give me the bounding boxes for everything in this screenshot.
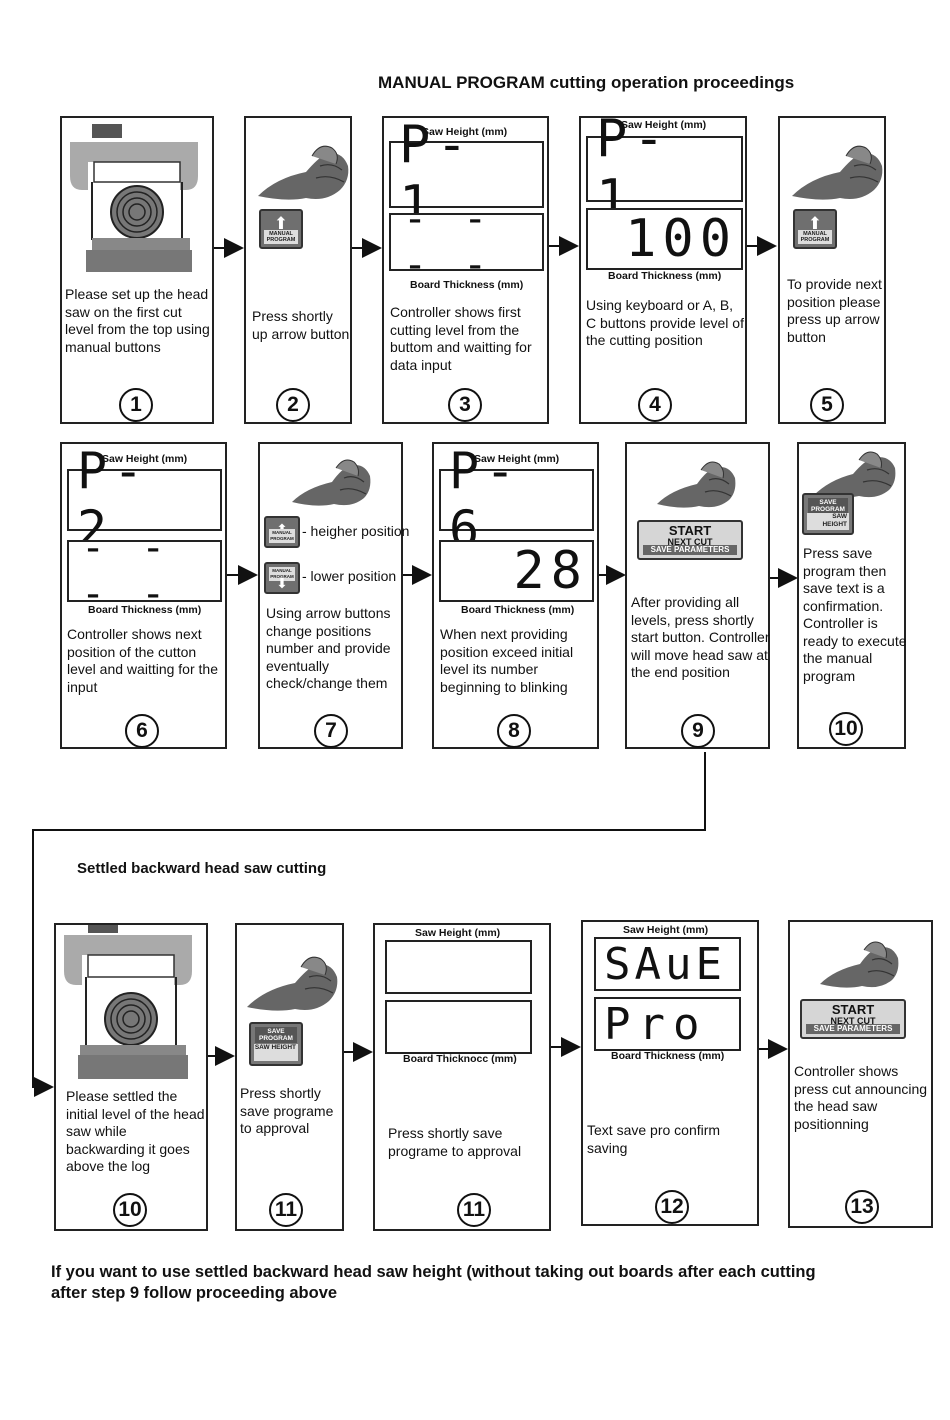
step-6-number: 6 <box>125 714 159 748</box>
lcd-top: SAuE <box>594 937 741 991</box>
step-7-text: Using arrow buttons change positions num… <box>266 605 391 691</box>
step-2-text: Press shortly up arrow button <box>252 308 350 342</box>
hand-pointer-icon <box>292 459 371 506</box>
step-13-number: 12 <box>655 1190 689 1224</box>
down-arrow-icon: ⬇ <box>276 575 288 591</box>
hand-pointer-icon <box>258 145 349 200</box>
hand-pointer-icon <box>657 461 736 508</box>
step-1-text: Please set up the head saw on the first … <box>65 286 210 355</box>
step-13-box: Saw Height (mm) SAuE Pro Board Thickness… <box>581 920 759 1226</box>
step-8-text: When next providing position exceed init… <box>440 626 574 695</box>
hand-pointer-icon <box>813 451 896 498</box>
manual-program-up-button[interactable]: ⬆ MANUAL PROGRAM <box>793 209 837 249</box>
lcd-top: P- 2 <box>67 442 222 558</box>
step-10-save-box: SAVE PROGRAM SAW HEIGHT Press save progr… <box>797 442 907 749</box>
start-button[interactable]: START NEXT CUT SAVE PARAMETERS <box>637 520 743 560</box>
step-10-save-number: 10 <box>829 712 863 746</box>
step-14-box: START NEXT CUT SAVE PARAMETERS Controlle… <box>788 920 933 1228</box>
step-11-text: Press shortly save programe to approval <box>240 1085 334 1136</box>
footer-line-1: If you want to use settled backward head… <box>51 1263 816 1281</box>
page-title: MANUAL PROGRAM cutting operation proceed… <box>378 73 795 92</box>
up-arrow-icon: ⬆ <box>273 214 289 233</box>
step-9-box: START NEXT CUT SAVE PARAMETERS After pro… <box>625 442 770 749</box>
manual-program-down-button[interactable]: MANUAL PROGRAM ⬇ <box>264 562 300 594</box>
hand-pointer-icon <box>820 941 899 988</box>
save-program-button[interactable]: SAVE PROGRAM SAW HEIGHT <box>802 493 854 535</box>
step-6-box: Saw Height (mm) P- 2 - - - - Board Thick… <box>60 442 227 749</box>
start-button[interactable]: START NEXT CUT SAVE PARAMETERS <box>800 999 906 1039</box>
step-1-number: 1 <box>119 388 153 422</box>
saw-height-label: Saw Height (mm) <box>422 126 508 138</box>
manual-program-up-button[interactable]: ⬆ MANUAL PROGRAM <box>264 516 300 548</box>
step-2-box: ⬆ MANUAL PROGRAM Press shortly up arrow … <box>244 116 352 424</box>
saw-height-label: Saw Height (mm) <box>415 927 501 939</box>
lcd-bottom: Pro <box>594 997 741 1051</box>
step-4-box: Saw Height (mm) P- 1 100 Board Thickness… <box>579 109 747 424</box>
arrow-9-to-10b <box>32 752 706 1097</box>
step-4-text: Using keyboard or A, B, C buttons provid… <box>586 297 744 348</box>
saw-height-label: Saw Height (mm) <box>474 453 560 465</box>
board-thickness-label: Board Thicknocc (mm) <box>403 1053 517 1065</box>
saw-height-label: Saw Height (mm) <box>623 924 709 936</box>
board-thickness-label: Board Thickness (mm) <box>410 279 524 291</box>
higher-position-label: - heigher position <box>302 523 410 539</box>
board-thickness-label: Board Thickness (mm) <box>88 604 202 616</box>
step-5-number: 5 <box>810 388 844 422</box>
manual-program-up-button[interactable]: ⬆ MANUAL PROGRAM <box>259 209 303 249</box>
hand-pointer-icon <box>247 956 338 1011</box>
up-arrow-icon: ⬆ <box>807 214 823 233</box>
step-10-save-text: Press save program then save text is a c… <box>803 545 907 684</box>
step-13-text: Text save pro confirm saving <box>587 1122 721 1156</box>
hand-pointer-icon <box>792 145 883 200</box>
lcd-bottom: 28 <box>439 540 594 602</box>
board-thickness-label: Board Thickness (mm) <box>461 604 575 616</box>
step-9-text: After providing all levels, press shortl… <box>631 594 770 680</box>
step-2-number: 2 <box>276 388 310 422</box>
saw-height-label: Saw Height (mm) <box>102 453 188 465</box>
lcd-bottom: - - - - <box>389 196 544 288</box>
lower-position-label: - lower position <box>302 568 397 584</box>
footer-line-2: after step 9 follow proceeding above <box>51 1284 338 1302</box>
step-3-box: Saw Height (mm) P- 1 - - - - Board Thick… <box>382 115 549 424</box>
step-3-text: Controller shows first cutting level fro… <box>390 304 532 373</box>
section-2-title: Settled backward head saw cutting <box>77 860 327 877</box>
lcd-bottom <box>385 1000 532 1054</box>
step-10-settle-number: 10 <box>113 1193 147 1227</box>
lcd-bottom: 100 <box>586 208 743 270</box>
step-7-box: ⬆ MANUAL PROGRAM - heigher position MANU… <box>258 442 409 749</box>
step-8-box: Saw Height (mm) P- 6 28 Board Thickness … <box>432 442 599 749</box>
board-thickness-label: Board Thickness (mm) <box>611 1050 725 1062</box>
lcd-bottom: - - - - <box>67 525 222 617</box>
step-14-number: 13 <box>845 1190 879 1224</box>
step-6-text: Controller shows next position of the cu… <box>67 626 218 695</box>
step-4-number: 4 <box>638 388 672 422</box>
saw-machine-icon <box>70 124 198 272</box>
step-3-number: 3 <box>448 388 482 422</box>
lcd-top: P- 1 <box>586 109 743 229</box>
step-1-box: Please set up the head saw on the first … <box>60 116 214 424</box>
saw-height-label: Saw Height (mm) <box>621 119 707 131</box>
step-8-number: 8 <box>497 714 531 748</box>
step-12-text: Press shortly save programe to approval <box>388 1125 522 1159</box>
step-9-number: 9 <box>681 714 715 748</box>
step-14-text: Controller shows press cut announcing th… <box>794 1063 928 1132</box>
save-program-button[interactable]: SAVE PROGRAM SAW HEIGHT <box>249 1022 303 1066</box>
step-11-box: SAVE PROGRAM SAW HEIGHT Press shortly sa… <box>235 923 344 1231</box>
lcd-top: P- 6 <box>439 442 594 558</box>
step-5-text: To provide next position please press up… <box>787 276 882 345</box>
step-5-box: ⬆ MANUAL PROGRAM To provide next positio… <box>778 116 886 424</box>
step-12-box: Saw Height (mm) Board Thicknocc (mm) Pre… <box>373 923 551 1231</box>
step-10-settle-box: Please settled the initial level of the … <box>54 923 208 1231</box>
step-12-number: 11 <box>457 1193 491 1227</box>
step-7-number: 7 <box>314 714 348 748</box>
board-thickness-label: Board Thickness (mm) <box>608 270 722 282</box>
saw-machine-icon <box>64 925 192 1079</box>
step-10-settle-text: Please settled the initial level of the … <box>66 1088 205 1174</box>
lcd-top <box>385 940 532 994</box>
step-11-number: 11 <box>269 1193 303 1227</box>
